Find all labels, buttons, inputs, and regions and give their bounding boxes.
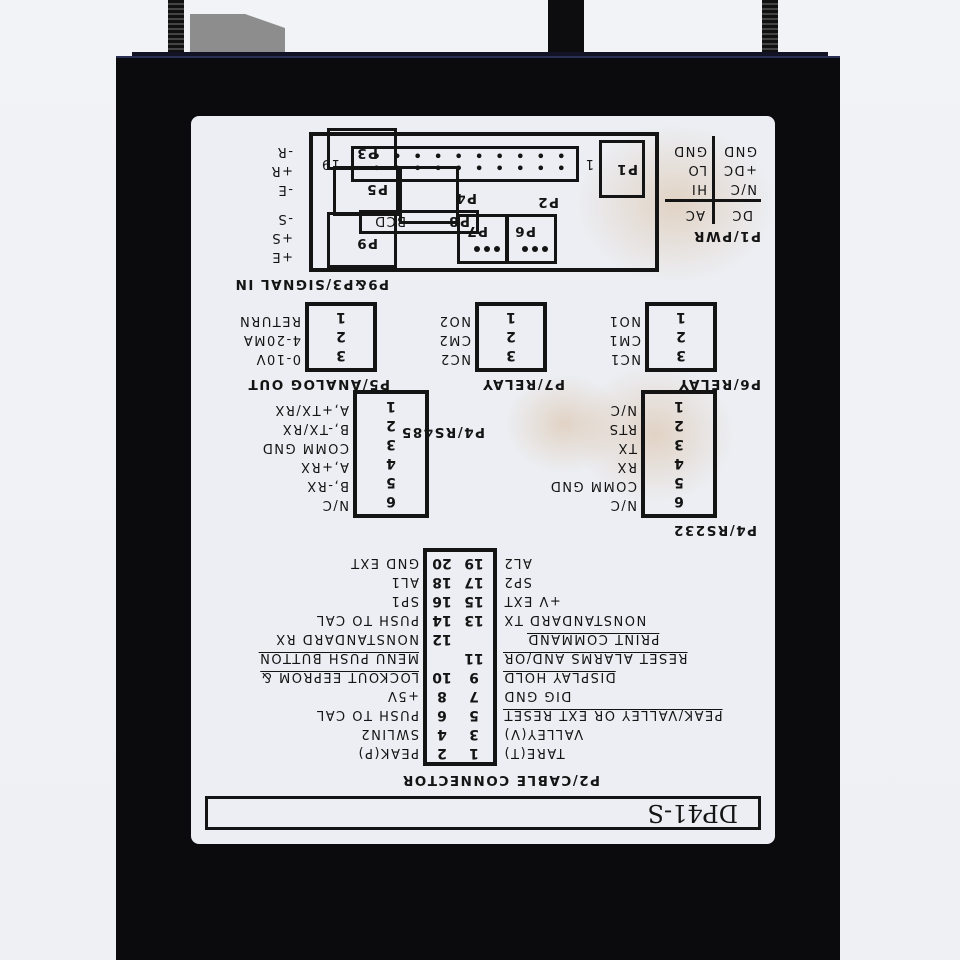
- p2-title: P2/CABLE CONNECTOR: [401, 772, 600, 788]
- p3-connector: P3: [327, 128, 397, 170]
- p1-connector: P1: [599, 140, 645, 198]
- model-number: DP41-S: [647, 799, 738, 827]
- p2-pin11-label-2: PRINT COMMAND: [527, 631, 660, 646]
- p1-pwr-title: P1/PWR: [692, 228, 761, 244]
- p2-pin2-label: PEAK(P): [357, 745, 419, 760]
- p2-pin16-label: SP1: [390, 593, 419, 608]
- p2-right-labels: PEAK(P) SWLIN2 PUSH TO CAL +5V LOCKOUT E…: [259, 553, 419, 762]
- p2-pin14-label: PUSH TO CAL: [315, 612, 419, 627]
- p2-pin8-label: +5V: [386, 688, 419, 703]
- p2-label: P2: [536, 194, 559, 210]
- p2-pin12-label: NONSTANDARD RX: [274, 631, 419, 646]
- model-box: DP41-S: [205, 796, 761, 830]
- p7-connector: P7: [457, 214, 509, 264]
- p2-pin18-label: AL1: [390, 574, 419, 589]
- p2-pin7-label: DIG GND: [503, 688, 572, 703]
- p6-relay-title: P6/RELAY: [677, 376, 761, 392]
- signal-in-title: P9&P3/SIGNAL IN: [234, 276, 389, 292]
- p2-pin20-label: GND EXT: [349, 555, 419, 570]
- p2-pin17-label: SP2: [503, 574, 532, 589]
- p7-relay-title: P7/RELAY: [481, 376, 565, 392]
- p2-left-labels: TARE(T) VALLEY(V) PEAK/VALLEY OR EXT RES…: [497, 553, 755, 762]
- p2-pin13-label: NONSTANDARD TX: [503, 612, 647, 627]
- wiring-label: DP41-S P2/CABLE CONNECTOR TARE(T) VALLEY…: [191, 116, 775, 844]
- p2-pin9-label: DISPLAY HOLD: [503, 669, 616, 684]
- p6-connector: P6: [505, 214, 557, 264]
- p5-analog-title: P5/ANALOG OUT: [247, 376, 390, 392]
- p2-pin11-label: RESET ALARMS AND/OR: [503, 650, 688, 665]
- p2-pin5-label: PEAK/VALLEY OR EXT RESET: [503, 707, 723, 722]
- p4-connector: [399, 166, 459, 224]
- p2-pin15-label: +V EXT: [503, 593, 561, 608]
- p2-pin19-label: AL2: [503, 555, 532, 570]
- mounting-screw-right: [762, 0, 778, 60]
- signal-in-pins: +E+S -S-E +R-R: [270, 144, 293, 264]
- p2-pin3-label: VALLEY(V): [503, 726, 584, 741]
- p2-pin10-label-2: MENU PUSH BUTTON: [258, 650, 419, 665]
- rs232-title: P4/RS232: [672, 522, 757, 538]
- p2-pin4-label: SWLIN2: [359, 726, 419, 741]
- p2-pin6-label: PUSH TO CAL: [315, 707, 419, 722]
- p5-connector: P5: [333, 166, 399, 216]
- mounting-screw-left: [168, 0, 184, 60]
- p2-pin10-label: LOCKOUT EEPROM &: [260, 669, 419, 684]
- p9-connector: P9: [327, 212, 397, 268]
- p2-pin1-label: TARE(T): [503, 745, 565, 760]
- board-outline: P8 BCD P6 P7 P1 • • • • • • • • • • • • …: [309, 128, 659, 272]
